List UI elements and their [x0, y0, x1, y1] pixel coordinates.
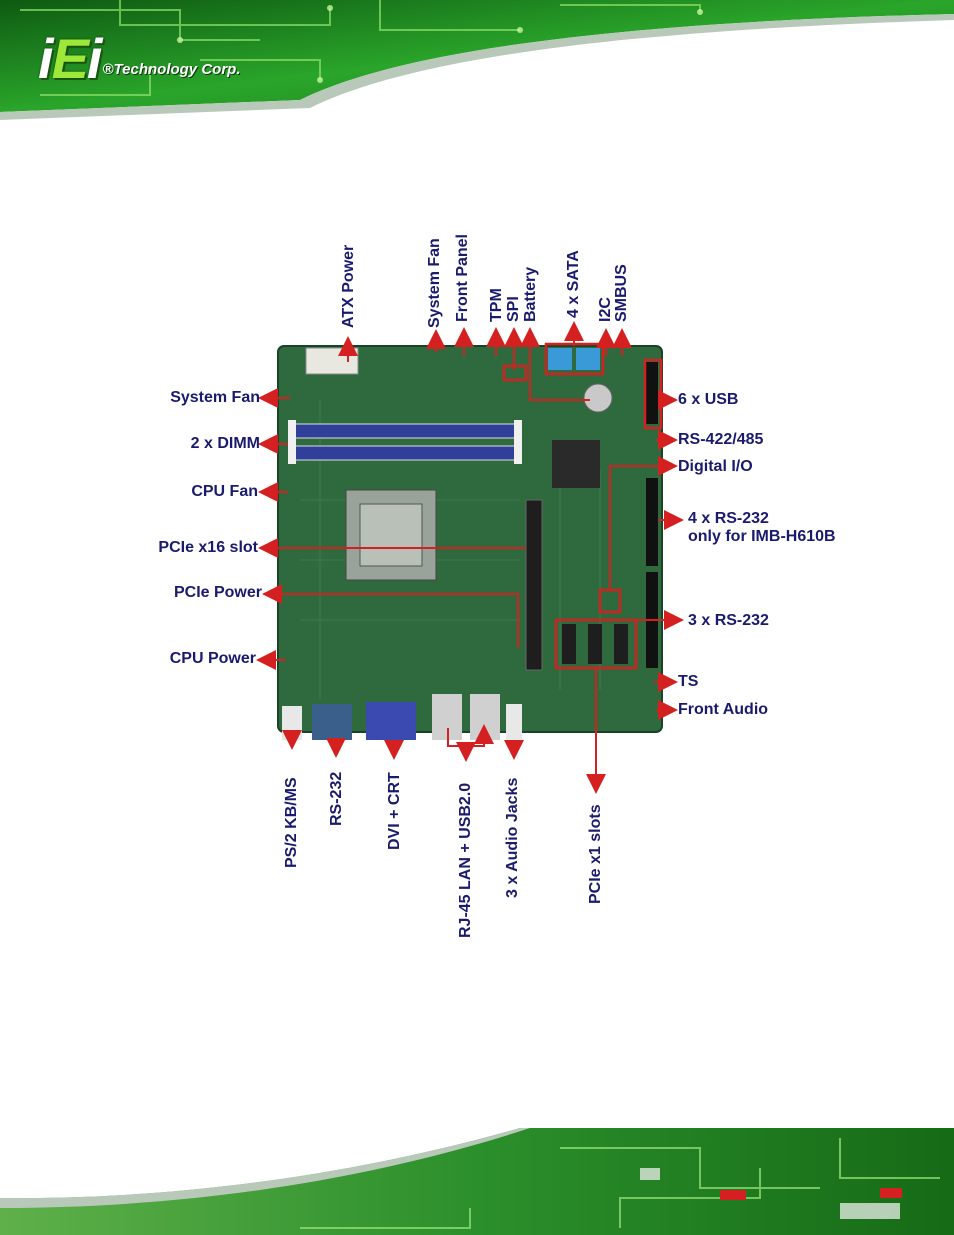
sata-connector-graphics: [548, 348, 600, 370]
label-pcie-x16: PCIe x16 slot: [158, 539, 258, 556]
cpu-socket: [345, 489, 437, 581]
leader-lines-top: [338, 321, 632, 401]
dimm-slots: [288, 420, 522, 464]
label-ts: TS: [678, 673, 699, 690]
label-battery: Battery: [522, 266, 539, 322]
leader-lines-right: [609, 390, 684, 720]
battery-graphic: [583, 383, 613, 413]
label-front-audio: Front Audio: [678, 701, 769, 718]
label-rs422: RS-422/485: [678, 431, 764, 448]
label-system-fan-left: System Fan: [170, 389, 260, 406]
label-system-fan-top: System Fan: [426, 238, 443, 328]
label-front-panel: Front Panel: [454, 233, 471, 322]
label-rs232-4-note: only for IMB-H610B: [688, 528, 836, 545]
footer-banner: [0, 1128, 954, 1235]
leader-lines-left: [256, 388, 526, 670]
label-digital-io: Digital I/O: [678, 458, 753, 475]
label-rj45: RJ-45 LAN + USB2.0: [457, 782, 474, 938]
label-smbus: SMBUS: [613, 264, 630, 322]
label-cpu-fan: CPU Fan: [191, 483, 258, 500]
label-usb: 6 x USB: [678, 391, 739, 408]
label-spi: SPI: [505, 296, 522, 322]
label-dvi-crt: DVI + CRT: [386, 772, 403, 850]
label-pcie-x1: PCIe x1 slots: [587, 804, 604, 904]
label-tpm: TPM: [488, 288, 505, 322]
label-atx-power: ATX Power: [340, 244, 357, 328]
header-banner: [0, 0, 954, 120]
atx-power-connector: [305, 347, 359, 375]
chipset: [552, 440, 600, 488]
label-audio-jacks: 3 x Audio Jacks: [504, 777, 521, 898]
right-headers: [646, 362, 658, 668]
label-rs232-4: 4 x RS-232: [688, 510, 769, 527]
label-pcie-power: PCIe Power: [173, 584, 262, 601]
pcie-x1-slot-graphics: [562, 624, 628, 664]
label-ps2: PS/2 KB/MS: [283, 777, 300, 868]
label-rs232-3: 3 x RS-232: [688, 612, 769, 629]
logo-mark: iEi: [38, 27, 102, 90]
label-cpu-power: CPU Power: [169, 650, 256, 667]
company-logo: iEi ®Technology Corp.: [38, 27, 241, 90]
label-rs232-bottom: RS-232: [328, 771, 345, 826]
logo-text: ®Technology Corp.: [102, 61, 241, 78]
circuit-banner-top: [0, 0, 954, 120]
label-sata: 4 x SATA: [565, 250, 582, 318]
pcie-x16-slot-graphic: [525, 499, 543, 671]
circuit-banner-bottom: [0, 1128, 954, 1235]
label-dimm: 2 x DIMM: [190, 435, 260, 452]
leader-lines-bottom: [282, 668, 606, 794]
